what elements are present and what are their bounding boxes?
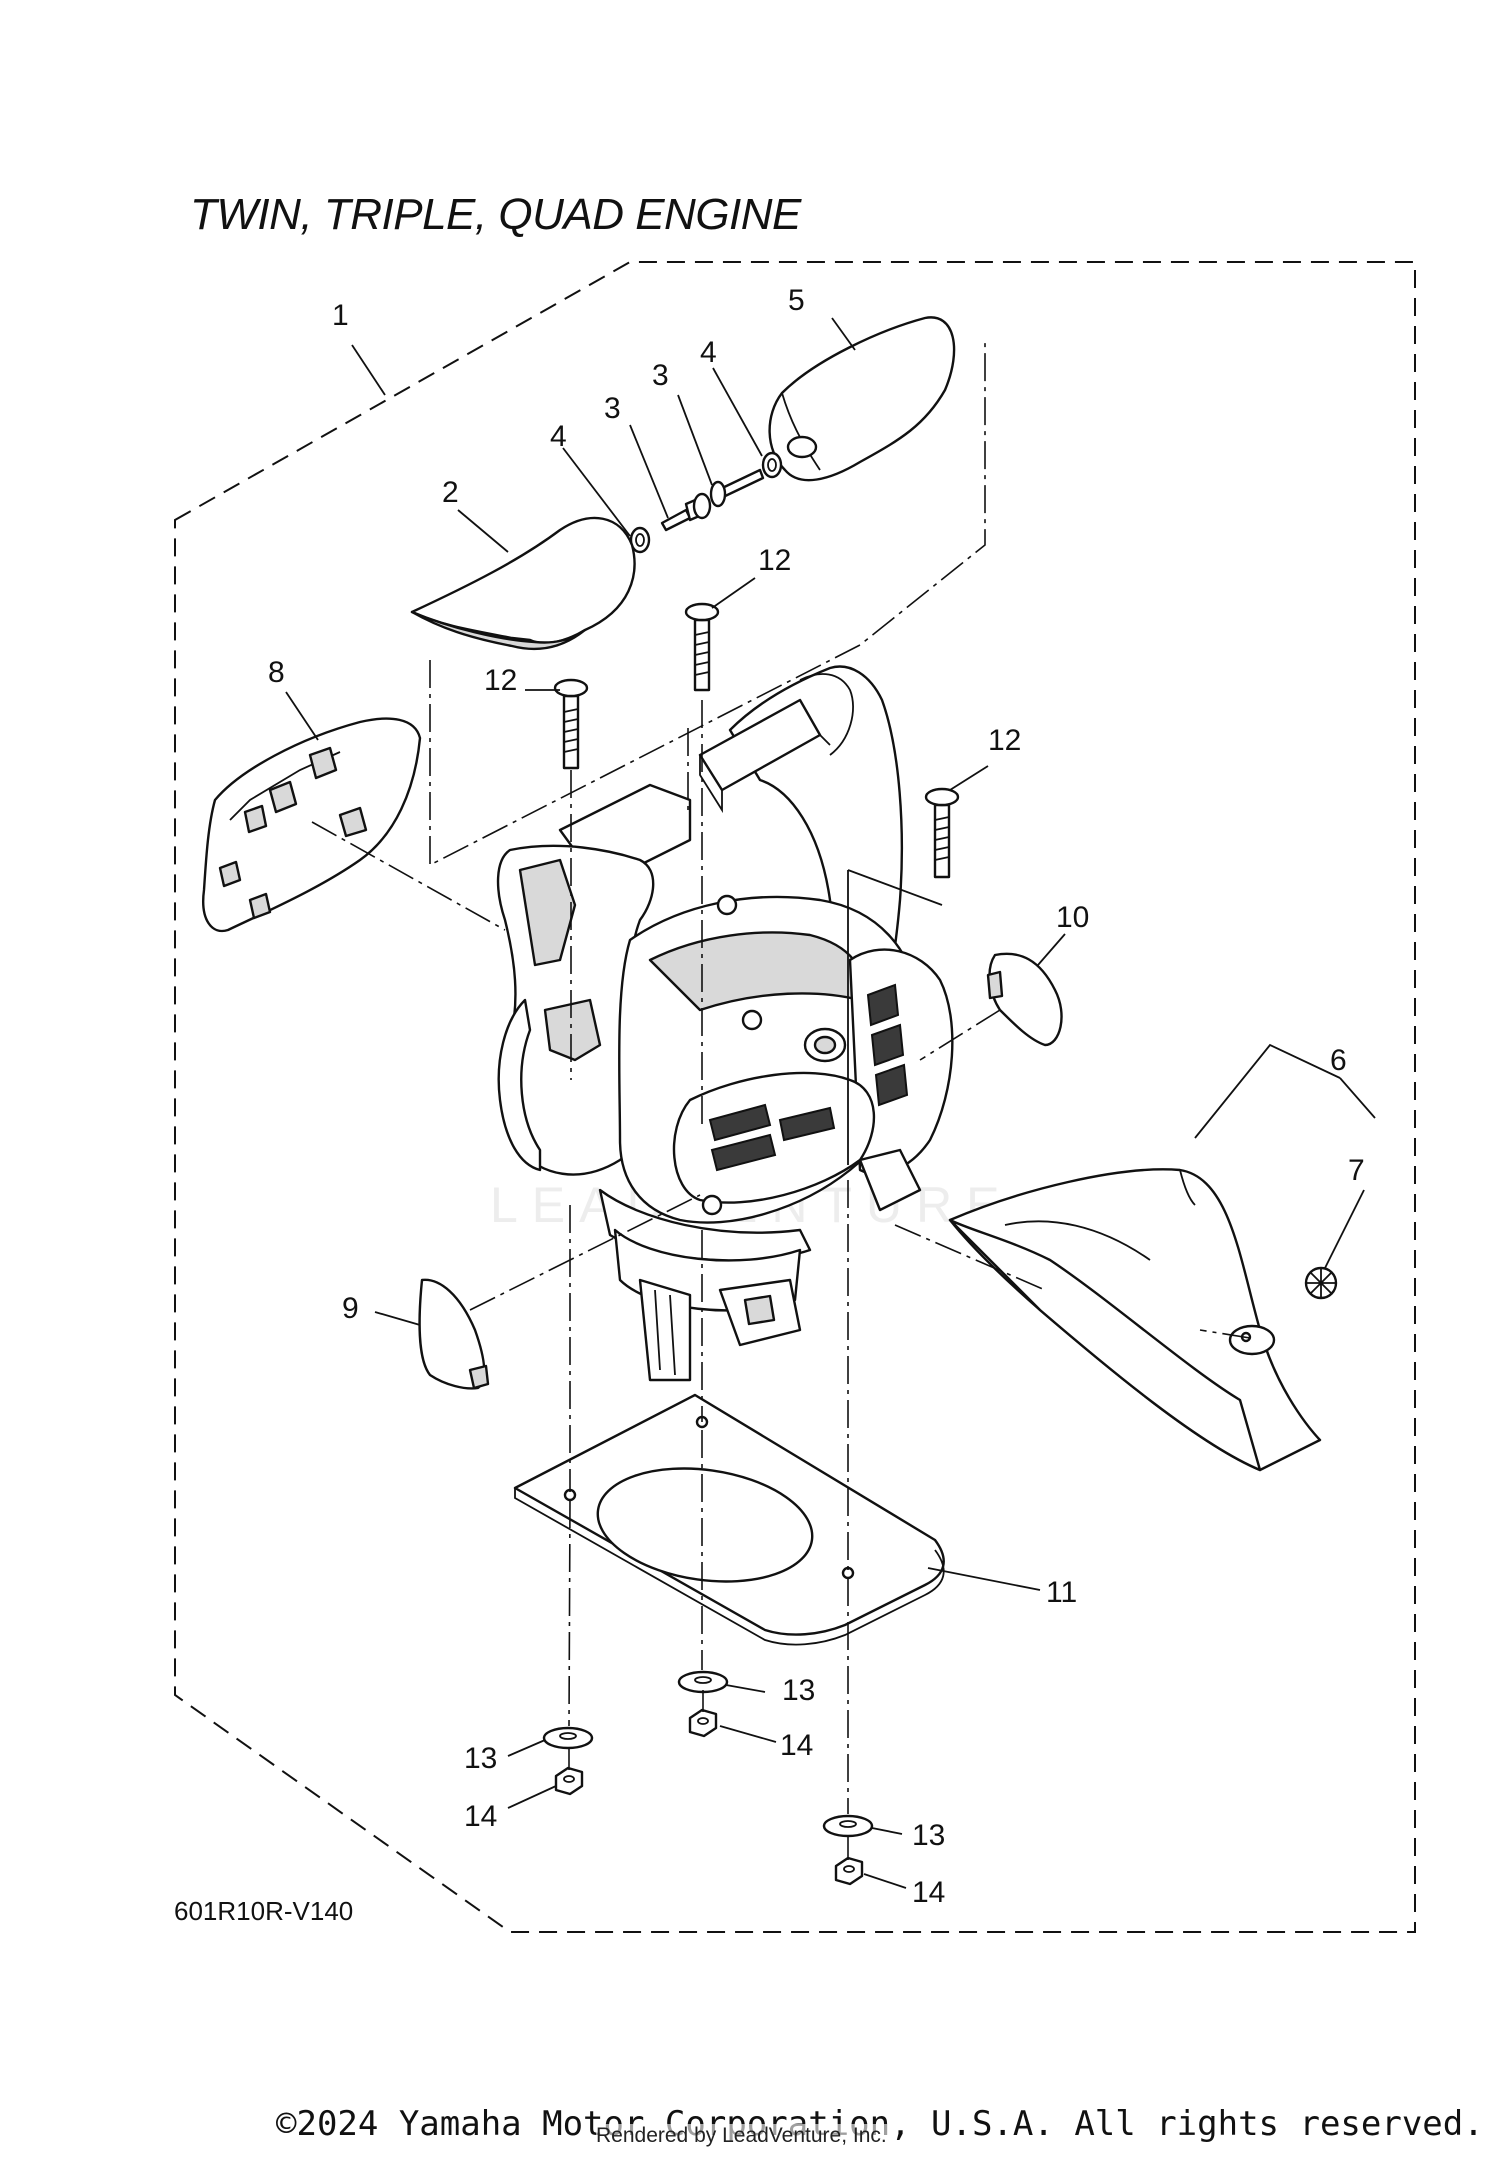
part-13-washer-a[interactable] (677, 1670, 729, 1694)
callout-3b[interactable]: 3 (652, 359, 669, 392)
callout-6[interactable]: 6 (1330, 1044, 1347, 1077)
callout-1[interactable]: 1 (332, 299, 349, 332)
part-14-nut-a[interactable] (688, 1708, 718, 1738)
callout-2[interactable]: 2 (442, 476, 459, 509)
callout-4b[interactable]: 4 (700, 336, 717, 369)
callout-11[interactable]: 11 (1046, 1576, 1077, 1609)
part-8-side-cover[interactable] (202, 717, 422, 933)
callout-8[interactable]: 8 (268, 656, 285, 689)
callout-14c[interactable]: 14 (912, 1876, 945, 1909)
part-6-front-cover[interactable] (948, 1168, 1322, 1472)
callout-14b[interactable]: 14 (464, 1800, 497, 1833)
callout-14a[interactable]: 14 (780, 1729, 813, 1762)
callout-12b[interactable]: 12 (484, 664, 517, 697)
rendered-by-notice: Rendered by LeadVenture, Inc. (596, 2124, 887, 2148)
part-13-washer-b[interactable] (542, 1726, 594, 1750)
callout-12c[interactable]: 12 (988, 724, 1021, 757)
callout-leaders (285, 317, 1376, 1889)
diagram-title: TWIN, TRIPLE, QUAD ENGINE (190, 190, 801, 239)
callout-numbers: 1 2 3 3 4 4 5 6 7 8 9 10 11 12 12 12 13 … (268, 284, 1365, 1909)
part-3-screw-left[interactable] (660, 492, 712, 532)
assembly-boundary (174, 261, 1416, 1933)
callout-9[interactable]: 9 (342, 1292, 359, 1325)
part-10-cover-plate[interactable] (986, 952, 1063, 1047)
part-12-screw-c[interactable] (924, 787, 960, 879)
callout-13b[interactable]: 13 (464, 1742, 497, 1775)
callout-4a[interactable]: 4 (550, 420, 567, 453)
diagram-code: 601R10R-V140 (174, 1896, 354, 1926)
part-11-mounting-plate[interactable] (513, 1393, 945, 1646)
callout-13a[interactable]: 13 (782, 1674, 815, 1707)
main-control-body[interactable] (496, 665, 954, 1382)
part-3-screw-right[interactable] (709, 468, 765, 508)
part-7-emblem[interactable] (1304, 1266, 1338, 1300)
callout-12a[interactable]: 12 (758, 544, 791, 577)
part-12-screw-a[interactable] (684, 602, 720, 692)
callout-13c[interactable]: 13 (912, 1819, 945, 1852)
part-12-screw-b[interactable] (553, 678, 589, 770)
part-13-washer-c[interactable] (822, 1814, 874, 1838)
part-14-nut-b[interactable] (554, 1766, 584, 1796)
assembly-lines (311, 340, 1251, 1860)
callout-7[interactable]: 7 (1348, 1154, 1365, 1187)
part-2-grip-cover[interactable] (410, 516, 636, 651)
part-4-washer-right[interactable] (761, 451, 783, 479)
part-14-nut-c[interactable] (834, 1856, 864, 1886)
callout-10[interactable]: 10 (1056, 901, 1089, 934)
callout-3a[interactable]: 3 (604, 392, 621, 425)
part-9-cover-plate[interactable] (418, 1278, 490, 1390)
callout-5[interactable]: 5 (788, 284, 805, 317)
part-5-grip-end[interactable] (768, 316, 956, 482)
